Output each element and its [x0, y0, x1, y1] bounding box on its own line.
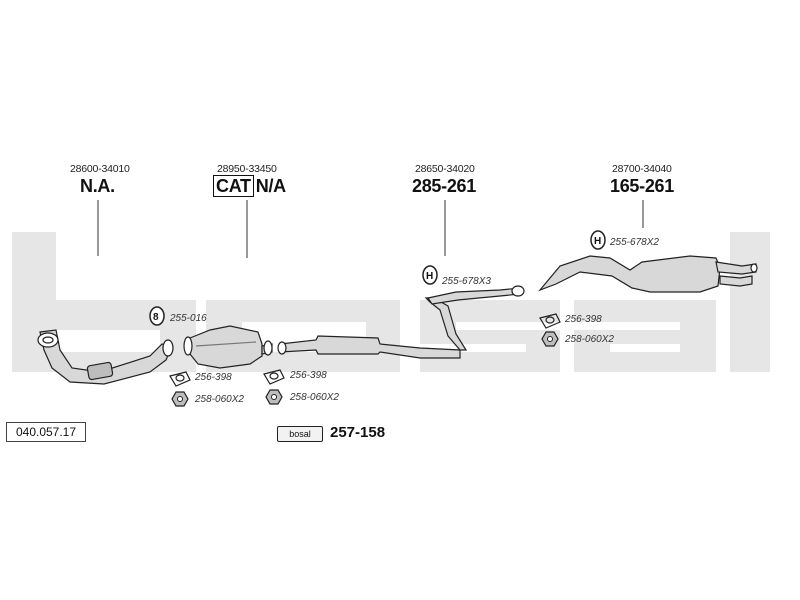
section-value-1: N.A.	[80, 176, 115, 196]
front-pipe	[37, 329, 174, 385]
section-value-2-text: N/A	[255, 176, 286, 196]
hanger-symbol-rear: H	[590, 230, 606, 250]
rear-silencer	[538, 255, 758, 293]
part-label-hanger-front: 255-016	[170, 313, 207, 324]
leader-lines	[97, 200, 644, 258]
hanger-symbol-mid: H	[422, 265, 438, 285]
nut-icon-a	[171, 391, 189, 407]
part-label-hanger-rear: 255-678X2	[610, 237, 659, 248]
svg-text:H: H	[594, 236, 601, 247]
bosal-logo-tag: bosal	[277, 426, 323, 442]
gasket-icon-c	[539, 313, 561, 329]
nut-icon-c	[541, 331, 559, 347]
section-part-number-4: 28700-34040	[612, 163, 672, 175]
part-label-gasket-b: 256-398	[290, 370, 327, 381]
gasket-icon-b	[263, 369, 285, 385]
svg-text:H: H	[426, 271, 433, 282]
cat-badge: CAT	[213, 175, 254, 197]
part-label-hanger-mid: 255-678X3	[442, 276, 491, 287]
section-part-number-3: 28650-34020	[415, 163, 475, 175]
gasket-icon-a	[169, 371, 191, 387]
section-value-3: 285-261	[412, 176, 476, 196]
kit-number: 257-158	[330, 424, 386, 441]
middle-silencer-pipe	[277, 285, 525, 359]
hanger-symbol-front: 8	[149, 306, 165, 326]
section-value-4: 165-261	[610, 176, 674, 196]
part-label-gasket-c: 256-398	[565, 314, 602, 325]
part-label-gasket-a: 256-398	[195, 372, 232, 383]
svg-text:8: 8	[153, 312, 159, 323]
part-label-nut-b: 258-060X2	[290, 392, 339, 403]
reference-number: 040.057.17	[6, 422, 86, 442]
nut-icon-b	[265, 389, 283, 405]
catalytic-converter	[183, 325, 273, 369]
part-label-nut-a: 258-060X2	[195, 394, 244, 405]
part-label-nut-c: 258-060X2	[565, 334, 614, 345]
section-part-number-2: 28950-33450	[217, 163, 277, 175]
section-part-number-1: 28600-34010	[70, 163, 130, 175]
